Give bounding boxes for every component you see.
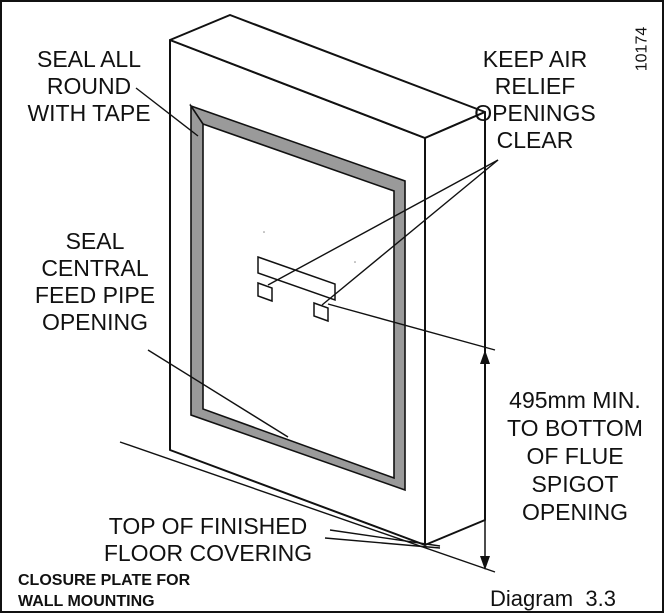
extension-line-floor — [119, 441, 496, 573]
air-relief-openings — [257, 255, 336, 323]
air-relief-opening-right — [313, 301, 329, 323]
reference-number: 10174 — [633, 26, 651, 72]
label-line: FLOOR COVERING — [103, 540, 313, 566]
arrowhead-top — [480, 350, 490, 364]
label-line: OPENINGS — [474, 100, 596, 126]
arrowhead-bottom — [480, 556, 490, 570]
label-line: RELIEF — [494, 73, 576, 99]
caption-line: WALL MOUNTING — [18, 593, 155, 610]
label-dimension: 495mm MIN. TO BOTTOM OF FLUE SPIGOT OPEN… — [500, 386, 650, 526]
dimension-arrow — [480, 350, 490, 570]
label-line: 495mm MIN. — [509, 387, 641, 413]
label-line: OF FLUE — [526, 443, 624, 469]
leader-air-relief-2 — [321, 159, 499, 306]
label-line: WITH TAPE — [27, 100, 151, 126]
label-line: SEAL — [65, 228, 125, 254]
leader-floor-1 — [329, 529, 441, 547]
diagram-number: Diagram 3.3 — [490, 586, 616, 611]
extension-line-top — [327, 303, 496, 351]
label-line: CLEAR — [496, 127, 574, 153]
tape-seal — [189, 103, 406, 492]
closure-plate — [169, 14, 486, 546]
speck — [263, 231, 265, 233]
label-line: TOP OF FINISHED — [108, 513, 308, 539]
leader-lines — [119, 87, 499, 573]
caption-line: CLOSURE PLATE FOR — [18, 572, 191, 589]
label-seal-all-round: SEAL ALL ROUND WITH TAPE — [14, 46, 164, 127]
label-line: FEED PIPE — [34, 282, 156, 308]
diagram-caption: CLOSURE PLATE FOR WALL MOUNTING — [18, 570, 190, 612]
label-line: OPENING — [521, 499, 629, 525]
label-line: KEEP AIR — [482, 46, 588, 72]
leader-feed-pipe — [147, 349, 289, 438]
label-keep-air-relief: KEEP AIR RELIEF OPENINGS CLEAR — [460, 46, 610, 154]
air-relief-opening-left — [257, 281, 273, 303]
label-floor-covering: TOP OF FINISHED FLOOR COVERING — [78, 513, 338, 567]
label-line: SPIGOT — [531, 471, 619, 497]
label-line: CENTRAL — [41, 255, 149, 281]
leader-air-relief-1 — [267, 159, 499, 286]
label-line: ROUND — [46, 73, 132, 99]
plate-side-face — [424, 111, 486, 546]
speck — [354, 261, 356, 263]
label-line: OPENING — [41, 309, 149, 335]
label-line: SEAL ALL — [36, 46, 141, 72]
tape-band — [189, 103, 406, 492]
label-line: TO BOTTOM — [507, 415, 643, 441]
flue-spigot-outline — [257, 255, 336, 302]
leader-seal-all-round — [135, 87, 199, 137]
label-seal-central-feed: SEAL CENTRAL FEED PIPE OPENING — [20, 228, 170, 336]
